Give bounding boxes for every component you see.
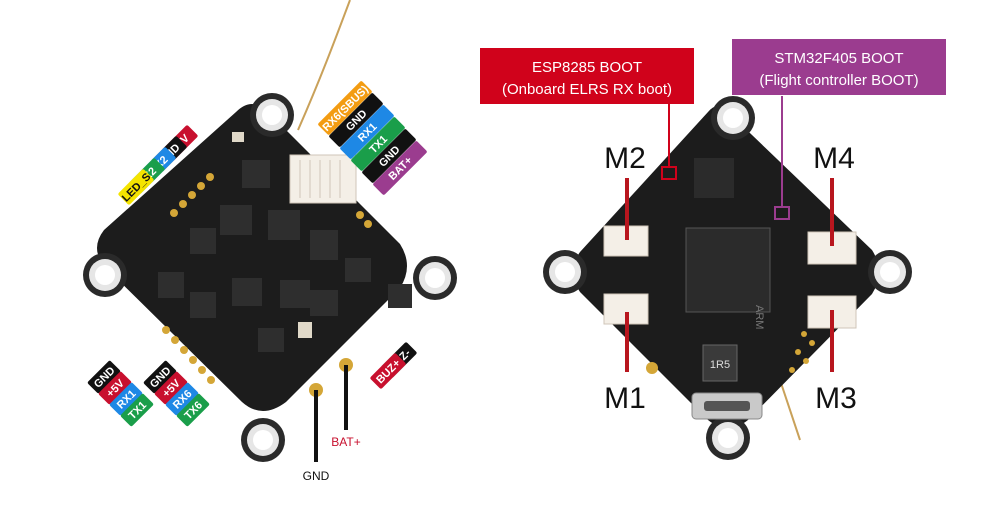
motor-label-m3: M3 [815, 382, 857, 415]
svg-text:(Onboard ELRS RX boot): (Onboard ELRS RX boot) [502, 81, 672, 98]
right-board: ARM 1R5 ESP8285 BOOT (Onboard ELRS RX bo… [480, 39, 946, 460]
left-board-body [97, 104, 407, 411]
solder-pads-right [646, 331, 815, 374]
esp8285-chip [694, 158, 734, 198]
mount-hole-bottom [241, 418, 285, 462]
stm32-mcu-chip [685, 227, 771, 313]
bat-plus-label: BAT+ [331, 435, 360, 449]
stm32f405-boot-callout: STM32F405 BOOT (Flight controller BOOT) [732, 39, 946, 95]
pad-tags-top-left: +5VGNDRX2TX2LED_S [118, 125, 198, 205]
chip-mark: ARM [753, 305, 765, 329]
inductor [702, 344, 738, 382]
mount-hole-bottom-right [706, 416, 750, 460]
motor-label-m4: M4 [813, 142, 855, 175]
mount-hole-top [250, 93, 294, 137]
small-components [232, 132, 312, 338]
pad-tag-bat-: BAT+ [373, 141, 427, 195]
svg-text:STM32F405 BOOT: STM32F405 BOOT [774, 50, 903, 67]
mount-hole-top-right [711, 96, 755, 140]
mount-hole-left-right [543, 250, 587, 294]
motor-connectors [603, 225, 857, 329]
connector-pins [299, 160, 341, 198]
motor-leads [625, 178, 834, 372]
antenna-wire [297, 0, 351, 131]
mount-hole-right-right [868, 250, 912, 294]
left-board: GND BAT+ +5VGNDRX2TX2LED_S RX6(SBUS)GNDR… [83, 0, 457, 483]
motor-label-m1: M1 [604, 382, 646, 415]
rx-connector [289, 154, 357, 204]
svg-text:ESP8285 BOOT: ESP8285 BOOT [532, 59, 642, 76]
pad-tags-bottom-right: BUZ-BUZ+ [370, 342, 417, 389]
mount-hole-right [413, 256, 457, 300]
inductor-mark: 1R5 [710, 359, 730, 371]
motor-label-m2: M2 [604, 142, 646, 175]
antenna-wire-right [779, 379, 801, 441]
svg-text:(Flight controller BOOT): (Flight controller BOOT) [759, 72, 918, 89]
mosfet-chips [158, 160, 412, 352]
mount-hole-left [83, 253, 127, 297]
gnd-label: GND [303, 469, 330, 483]
esp8285-boot-callout: ESP8285 BOOT (Onboard ELRS RX boot) [480, 48, 694, 104]
